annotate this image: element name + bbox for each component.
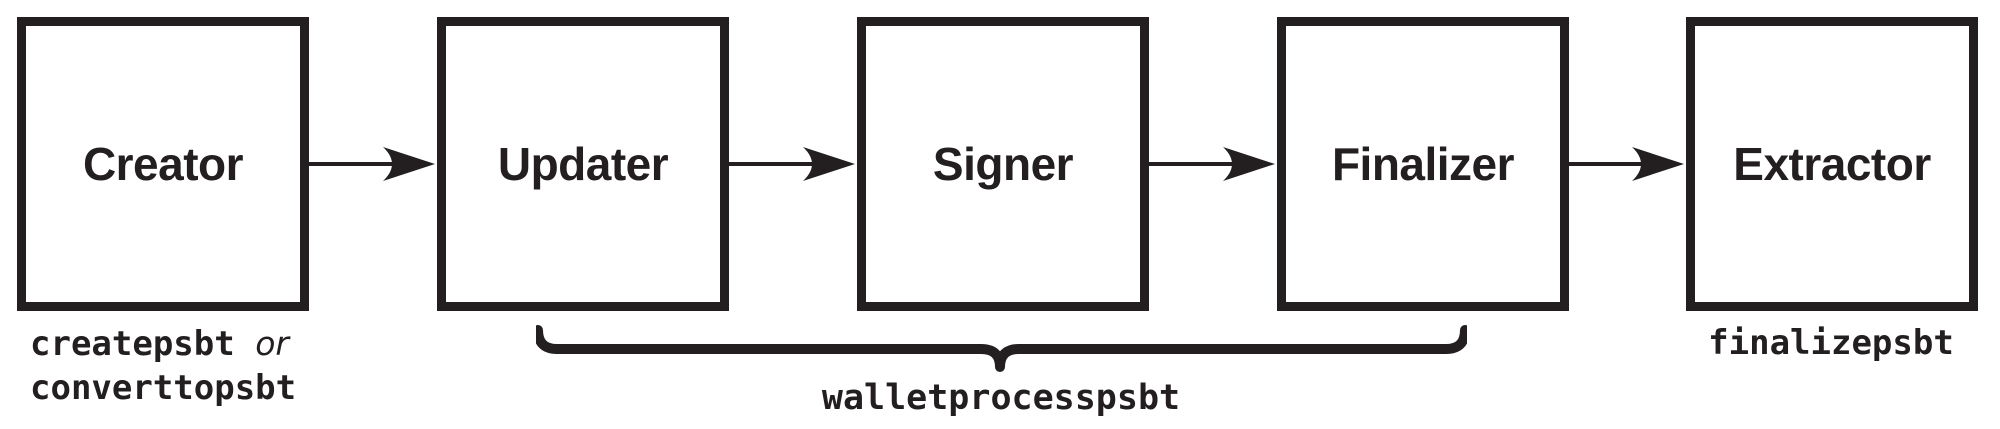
arrow-right-icon xyxy=(309,147,435,181)
role-label-finalizer: Finalizer xyxy=(1331,138,1515,190)
role-label-creator: Creator xyxy=(82,138,244,190)
arrow-right-icon xyxy=(1149,147,1275,181)
creator-rpc-conjunction: or xyxy=(255,324,289,363)
underbrace-icon xyxy=(536,325,1467,372)
walletprocesspsbt-caption: walletprocesspsbt xyxy=(821,378,1181,418)
arrow-right-icon xyxy=(1569,147,1684,181)
finalizepsbt-caption: finalizepsbt xyxy=(1708,323,1954,363)
role-label-signer: Signer xyxy=(932,138,1074,190)
role-box-creator: Creator xyxy=(17,17,309,311)
role-label-extractor: Extractor xyxy=(1733,138,1931,190)
role-box-updater: Updater xyxy=(437,17,729,311)
role-label-updater: Updater xyxy=(497,138,669,190)
creator-rpc-option-a: createpsbt xyxy=(30,324,235,364)
role-box-extractor: Extractor xyxy=(1686,17,1978,311)
creator-rpc-option-b: converttopsbt xyxy=(30,368,297,408)
role-box-signer: Signer xyxy=(857,17,1149,311)
creator-rpc-caption: createpsbt or converttopsbt xyxy=(30,322,296,410)
arrow-right-icon xyxy=(729,147,855,181)
role-box-finalizer: Finalizer xyxy=(1277,17,1569,311)
